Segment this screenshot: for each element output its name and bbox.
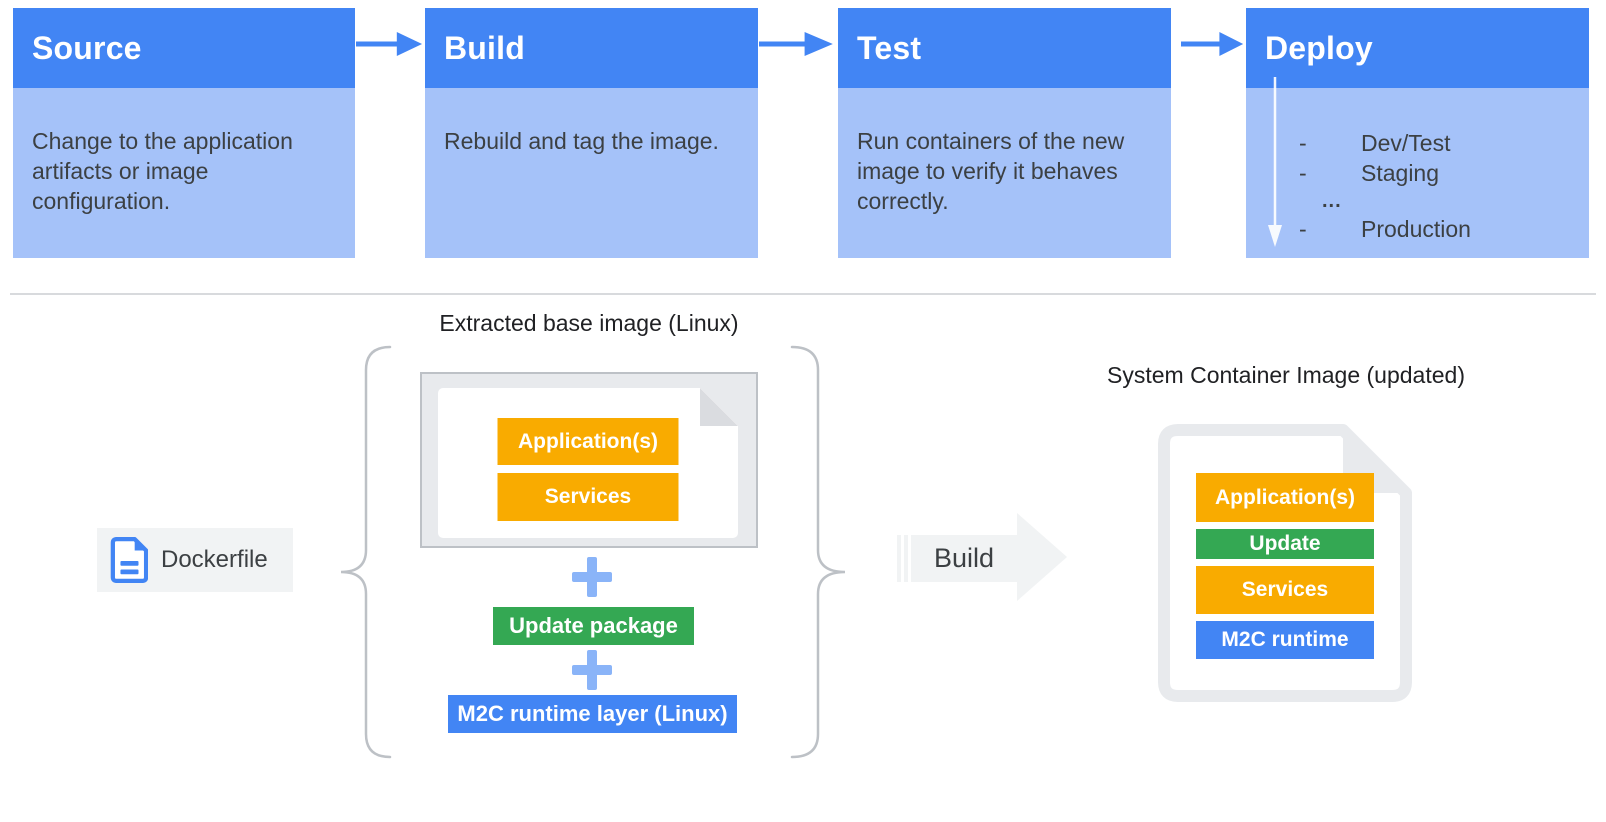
deploy-env-label: Production [1361, 215, 1471, 242]
plus-icon [572, 557, 612, 597]
runtime-layer-box: M2C runtime layer (Linux) [448, 695, 737, 733]
deploy-env-row: - Dev/Test [1265, 128, 1579, 158]
deploy-env-row: - Staging [1265, 158, 1579, 188]
update-package-box: Update package [493, 607, 694, 645]
stage-title: Build [444, 29, 525, 66]
layer-update: Update [1196, 529, 1374, 559]
deploy-env-label: Staging [1361, 159, 1440, 186]
layer-services: Services [1196, 566, 1374, 614]
stage-header: Deploy [1246, 8, 1589, 88]
stage-body: Run containers of the new image to verif… [838, 88, 1171, 258]
stage-body: Change to the application artifacts or i… [13, 88, 355, 258]
build-arrow-stripe [897, 535, 901, 582]
flow-arrow-icon [1181, 32, 1244, 56]
build-arrow-stripe [904, 535, 908, 582]
pipeline-stage-build: Build Rebuild and tag the image. [425, 8, 758, 258]
build-block-arrow: Build [911, 535, 1017, 582]
base-image-card: Application(s) Services [420, 372, 758, 548]
list-dash: - [1299, 159, 1307, 186]
brace-left-icon [340, 345, 392, 759]
layer-applications: Application(s) [1196, 473, 1374, 522]
stage-header: Build [425, 8, 758, 88]
dockerfile-label: Dockerfile [161, 546, 268, 573]
build-block-arrow-head-icon [1017, 513, 1067, 601]
pipeline-stage-test: Test Run containers of the new image to … [838, 8, 1171, 258]
flow-arrow-icon [356, 32, 423, 56]
pipeline-stage-source: Source Change to the application artifac… [13, 8, 355, 258]
deploy-env-label: Dev/Test [1361, 129, 1451, 156]
build-arrow-label: Build [933, 543, 995, 573]
deploy-sequence-arrow-icon [1268, 77, 1282, 247]
file-page: Application(s) Services [438, 388, 738, 538]
list-dash: - [1299, 215, 1307, 242]
deploy-env-row: - Production [1265, 214, 1579, 244]
section-divider [10, 293, 1596, 295]
layer-applications: Application(s) [498, 418, 679, 465]
pipeline-stage-deploy: Deploy - Dev/Test - Staging ... - Produc… [1246, 8, 1589, 258]
container-image-title: System Container Image (updated) [1107, 362, 1465, 388]
brace-right-icon [790, 345, 846, 759]
flow-arrow-icon [759, 32, 833, 56]
file-fold-icon [700, 388, 738, 426]
base-image-title: Extracted base image (Linux) [439, 310, 739, 336]
stage-title: Test [857, 29, 922, 66]
stage-header: Source [13, 8, 355, 88]
plus-icon [572, 650, 612, 690]
deploy-env-row: ... [1265, 188, 1579, 214]
document-icon [110, 537, 148, 583]
layer-services: Services [498, 473, 679, 521]
list-dash: - [1299, 129, 1307, 156]
stage-description: Change to the application artifacts or i… [32, 128, 293, 214]
stage-title: Source [32, 29, 142, 66]
stage-title: Deploy [1265, 29, 1373, 66]
deploy-env-ellipsis: ... [1322, 189, 1342, 212]
stage-description: Rebuild and tag the image. [444, 128, 719, 154]
stage-body: Rebuild and tag the image. [425, 88, 758, 258]
stage-body: - Dev/Test - Staging ... - Production [1246, 88, 1589, 258]
stage-header: Test [838, 8, 1171, 88]
container-image-card [1158, 424, 1412, 702]
layer-m2c-runtime: M2C runtime [1196, 621, 1374, 659]
stage-description: Run containers of the new image to verif… [857, 128, 1125, 214]
dockerfile-badge: Dockerfile [97, 528, 293, 592]
